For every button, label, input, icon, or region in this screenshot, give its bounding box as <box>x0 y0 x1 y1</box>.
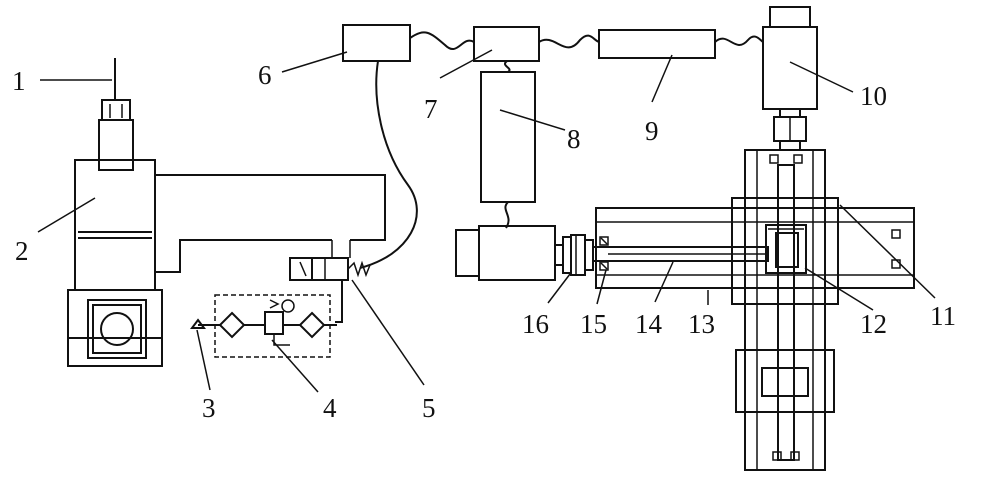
label-8: 8 <box>567 124 581 154</box>
leader-lines <box>37 49 936 393</box>
part-15-bearing <box>599 236 609 271</box>
part-3-air-source <box>190 318 215 329</box>
label-12: 12 <box>860 309 887 339</box>
label-11: 11 <box>930 301 956 331</box>
part-13-x-frame <box>595 197 915 305</box>
label-16: 16 <box>522 309 549 339</box>
part-4-frl-unit <box>198 294 337 358</box>
label-5: 5 <box>422 393 436 423</box>
horizontal-motor <box>455 225 556 281</box>
label-7: 7 <box>424 94 438 124</box>
label-14: 14 <box>635 309 663 339</box>
part-2-press <box>67 119 386 367</box>
part-5-solenoid-valve <box>289 240 371 323</box>
reference-numerals: 1 2 3 4 5 6 7 8 9 10 11 12 13 14 15 16 <box>12 60 956 423</box>
part-9-module <box>598 29 764 59</box>
label-3: 3 <box>202 393 216 423</box>
label-2: 2 <box>15 236 29 266</box>
part-14-lead-screw <box>592 246 769 262</box>
part-6-controller <box>342 24 418 269</box>
part-11-y-column <box>735 149 835 471</box>
part-8-power-box <box>480 71 536 229</box>
part-12-slider <box>765 224 807 274</box>
part-7-driver <box>409 26 600 73</box>
label-13: 13 <box>688 309 715 339</box>
label-15: 15 <box>580 309 607 339</box>
label-10: 10 <box>860 81 887 111</box>
label-9: 9 <box>645 116 659 146</box>
label-1: 1 <box>12 66 26 96</box>
label-6: 6 <box>258 60 272 90</box>
label-4: 4 <box>323 393 337 423</box>
part-10-vertical-motor <box>762 6 818 151</box>
part-16-coupling <box>554 234 594 276</box>
part-1-probe <box>101 58 131 121</box>
